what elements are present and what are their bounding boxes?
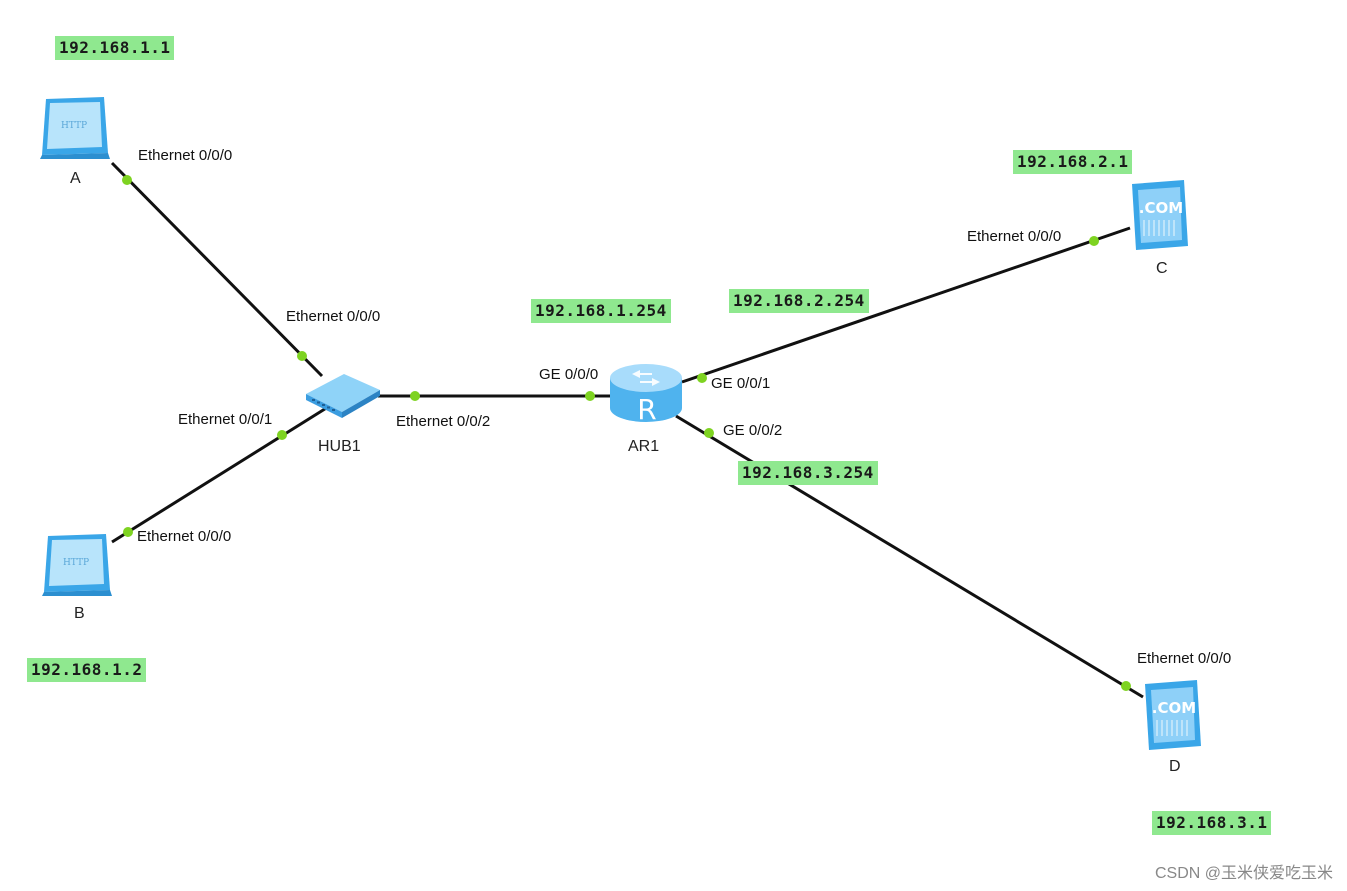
port-dot: [410, 391, 420, 401]
link-a-hub1: [110, 161, 324, 378]
router-icon[interactable]: R: [610, 364, 682, 426]
http-text: HTTP: [61, 121, 87, 131]
hub-port-light: [327, 406, 330, 409]
device-label-hub1: HUB1: [318, 438, 361, 455]
link-ar1-d: [675, 414, 1144, 699]
port-label-ar1-ge0: GE 0/0/0: [539, 366, 599, 383]
watermark: CSDN @玉米侠爱吃玉米: [1154, 865, 1333, 882]
port-label-ar1-ge2: GE 0/0/2: [723, 422, 783, 439]
port-label-c-eth0: Ethernet 0/0/0: [967, 228, 1062, 245]
com-text: .COM: [1139, 199, 1183, 217]
port-label-d-eth0: Ethernet 0/0/0: [1137, 650, 1232, 667]
port-label-ar1-ge1: GE 0/0/1: [711, 375, 771, 392]
hub-port-light: [332, 409, 335, 411]
port-dot: [122, 175, 132, 185]
hub-port-light: [317, 401, 320, 404]
http-client-icon[interactable]: HTTP: [42, 534, 112, 596]
hub-icon[interactable]: [306, 374, 380, 418]
http-client-icon[interactable]: HTTP: [40, 97, 110, 159]
port-label-b-eth0: Ethernet 0/0/0: [137, 528, 232, 545]
link-b-hub1: [111, 405, 329, 544]
port-dots: [122, 175, 1131, 691]
com-server-icon[interactable]: .COM: [1132, 180, 1188, 250]
device-label-b: B: [74, 605, 85, 622]
com-server-icon[interactable]: .COM: [1145, 680, 1201, 750]
port-dot: [585, 391, 595, 401]
device-label-d: D: [1169, 758, 1181, 775]
port-label-hub-eth2: Ethernet 0/0/2: [396, 413, 491, 430]
hub-port-light: [312, 399, 315, 401]
ip-label-d: 192.168.3.1: [1152, 811, 1272, 835]
port-dot: [1089, 236, 1099, 246]
ip-label-ar1-g0: 192.168.1.254: [531, 299, 671, 323]
port-dot: [704, 428, 714, 438]
ip-label-b: 192.168.1.2: [27, 658, 147, 682]
port-dot: [123, 527, 133, 537]
link-ar1-c: [681, 226, 1131, 384]
ip-label-a: 192.168.1.1: [55, 36, 175, 60]
port-label-hub-eth0: Ethernet 0/0/0: [286, 308, 381, 325]
ip-label-c: 192.168.2.1: [1013, 150, 1133, 174]
com-text: .COM: [1152, 699, 1196, 717]
ip-label-ar1-g1: 192.168.2.254: [729, 289, 869, 313]
ip-label-ar1-g2: 192.168.3.254: [738, 461, 878, 485]
port-dot: [277, 430, 287, 440]
device-label-ar1: AR1: [628, 438, 660, 455]
http-text: HTTP: [63, 558, 89, 568]
port-label-a-eth0: Ethernet 0/0/0: [138, 147, 233, 164]
port-dot: [297, 351, 307, 361]
hub-port-light: [322, 404, 325, 406]
device-label-a: A: [70, 170, 81, 187]
port-dot: [1121, 681, 1131, 691]
device-label-c: C: [1156, 260, 1168, 277]
port-dot: [697, 373, 707, 383]
router-top: [610, 364, 682, 392]
router-r-text: R: [637, 393, 656, 426]
port-label-hub-eth1: Ethernet 0/0/1: [178, 411, 273, 428]
